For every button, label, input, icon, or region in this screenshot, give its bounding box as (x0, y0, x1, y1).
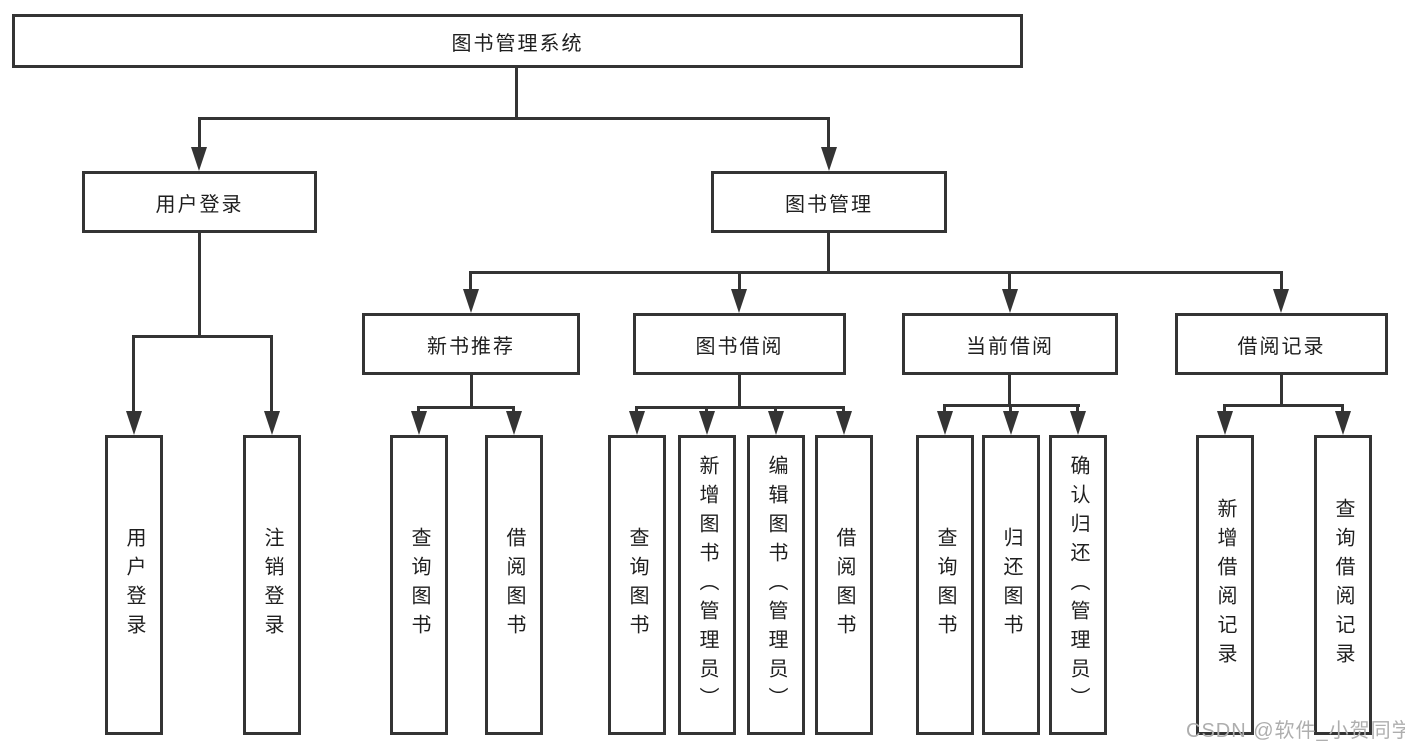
arrow-down-icon (731, 289, 747, 313)
leaf-confirm-return-admin: 确认归还（管理员） (1049, 435, 1107, 735)
leaf-borrow-books-2: 借阅图书 (815, 435, 873, 735)
leaf-edit-books-admin: 编辑图书（管理员） (747, 435, 805, 735)
leaf-query-books-3: 查询图书 (916, 435, 974, 735)
node-new-book-recommend: 新书推荐 (362, 313, 580, 375)
connector-line (1280, 375, 1283, 406)
leaf-borrow-books-1: 借阅图书 (485, 435, 543, 735)
leaf-add-books-admin: 新增图书（管理员） (678, 435, 736, 735)
arrow-down-icon (1070, 411, 1086, 435)
node-current-borrow: 当前借阅 (902, 313, 1118, 375)
connector-line (705, 406, 708, 413)
leaf-logout: 注销登录 (243, 435, 301, 735)
arrow-down-icon (506, 411, 522, 435)
connector-line (635, 406, 845, 409)
connector-line (635, 406, 638, 413)
connector-line (198, 117, 830, 120)
connector-line (417, 406, 515, 409)
arrow-down-icon (1217, 411, 1233, 435)
arrow-down-icon (1273, 289, 1289, 313)
connector-line (827, 117, 830, 151)
arrow-down-icon (126, 411, 142, 435)
arrow-down-icon (191, 147, 207, 171)
leaf-return-books: 归还图书 (982, 435, 1040, 735)
connector-line (132, 335, 135, 413)
connector-line (1341, 404, 1344, 413)
arrow-down-icon (836, 411, 852, 435)
arrow-down-icon (1002, 289, 1018, 313)
arrow-down-icon (937, 411, 953, 435)
connector-line (738, 271, 741, 293)
connector-line (774, 406, 777, 413)
connector-line (1223, 404, 1344, 407)
connector-line (469, 271, 472, 293)
connector-line (1076, 404, 1079, 413)
connector-line (469, 271, 1282, 274)
arrow-down-icon (821, 147, 837, 171)
connector-line (270, 335, 273, 413)
connector-line (198, 233, 201, 338)
leaf-query-books-2: 查询图书 (608, 435, 666, 735)
arrow-down-icon (629, 411, 645, 435)
node-user-login: 用户登录 (82, 171, 317, 233)
connector-line (198, 117, 201, 151)
node-book-borrow: 图书借阅 (633, 313, 846, 375)
connector-line (1008, 375, 1011, 406)
node-root: 图书管理系统 (12, 14, 1023, 68)
connector-line (470, 375, 473, 408)
leaf-query-borrow-record: 查询借阅记录 (1314, 435, 1372, 735)
leaf-query-books-1: 查询图书 (390, 435, 448, 735)
connector-line (827, 233, 830, 273)
arrow-down-icon (411, 411, 427, 435)
connector-line (738, 375, 741, 408)
connector-line (417, 406, 420, 413)
connector-line (842, 406, 845, 413)
arrow-down-icon (699, 411, 715, 435)
connector-line (512, 406, 515, 413)
arrow-down-icon (463, 289, 479, 313)
connector-line (515, 68, 518, 120)
node-book-management: 图书管理 (711, 171, 947, 233)
arrow-down-icon (264, 411, 280, 435)
leaf-add-borrow-record: 新增借阅记录 (1196, 435, 1254, 735)
connector-line (1223, 404, 1226, 413)
connector-line (943, 404, 946, 413)
arrow-down-icon (1003, 411, 1019, 435)
node-borrow-records: 借阅记录 (1175, 313, 1388, 375)
leaf-user-login: 用户登录 (105, 435, 163, 735)
connector-line (1008, 271, 1011, 293)
connector-line (132, 335, 273, 338)
csdn-watermark: CSDN @软件_小贺同学 (1186, 720, 1405, 742)
connector-line (1009, 404, 1012, 413)
arrow-down-icon (1335, 411, 1351, 435)
arrow-down-icon (768, 411, 784, 435)
connector-line (1280, 271, 1283, 293)
